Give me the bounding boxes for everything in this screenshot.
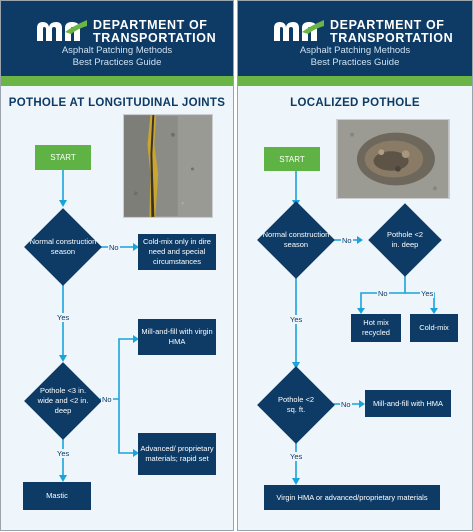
no-label-2: No	[101, 395, 113, 404]
outcome-mastic: Mastic	[23, 482, 91, 510]
decision-pothole-size: Pothole <3 in. wide and <2 in. deep	[23, 361, 103, 441]
outcome-mill-and-fill: Mill-and-fill with virgin HMA	[138, 319, 216, 355]
start-box: START	[35, 145, 91, 170]
subtitle-line-2: Best Practices Guide	[310, 57, 400, 68]
decision-pothole-area: Pothole <2 sq. ft.	[256, 365, 336, 445]
yes-label: Yes	[289, 315, 304, 324]
subtitle-line-1: Asphalt Patching Methods	[61, 45, 173, 56]
decision-pothole-depth: Pothole <2 in. deep	[366, 201, 444, 279]
outcome-hot-mix-recycled: Hot mix recycled	[351, 314, 401, 342]
outcome-mill-and-fill: Mill-and-fill with HMA	[365, 390, 451, 417]
no-label-depth: No	[377, 289, 389, 298]
right-panel: DEPARTMENT OF TRANSPORTATION Asphalt Pat…	[237, 0, 473, 531]
subtitle-line-2: Best Practices Guide	[72, 57, 162, 68]
left-panel: DEPARTMENT OF TRANSPORTATION Asphalt Pat…	[0, 0, 234, 531]
decision-pothole-area-label: Pothole <2 sq. ft.	[277, 395, 315, 414]
yes-label: Yes	[56, 313, 71, 322]
yes-label-depth: Yes	[420, 289, 435, 298]
department-name: DEPARTMENT OF TRANSPORTATION	[93, 19, 216, 45]
outcome-cold-mix: Cold-mix only in dire need and special c…	[138, 234, 216, 270]
panel-title: LOCALIZED POTHOLE	[290, 97, 420, 109]
department-line-2: TRANSPORTATION	[330, 31, 454, 45]
mn-logo-icon	[274, 20, 324, 41]
department-line-1: DEPARTMENT OF	[330, 18, 445, 32]
decision-construction-season: Normal construction season	[256, 200, 336, 280]
panel-title: POTHOLE AT LONGITUDINAL JOINTS	[8, 97, 226, 109]
department-line-1: DEPARTMENT OF	[93, 18, 208, 32]
outcome-advanced-materials: Advanced/ proprietary materials; rapid s…	[138, 433, 216, 475]
start-box: START	[264, 147, 320, 171]
no-label: No	[108, 243, 120, 252]
subtitle-line-1: Asphalt Patching Methods	[299, 45, 411, 56]
accent-bar	[238, 76, 472, 86]
mn-logo-icon	[37, 20, 87, 41]
department-line-2: TRANSPORTATION	[93, 31, 217, 45]
outcome-virgin-hma: Virgin HMA or advanced/proprietary mater…	[264, 485, 440, 510]
decision-pothole-depth-label: Pothole <2 in. deep	[386, 230, 424, 249]
yes-label-2: Yes	[289, 452, 304, 461]
decision-construction-season-label: Normal construction season	[262, 230, 330, 249]
outcome-cold-mix: Cold-mix	[410, 314, 458, 342]
yes-label-2: Yes	[56, 449, 71, 458]
accent-bar	[1, 76, 233, 86]
joint-crack-photo	[123, 114, 213, 218]
decision-pothole-size-label: Pothole <3 in. wide and <2 in. deep	[37, 386, 89, 415]
header-band: DEPARTMENT OF TRANSPORTATION Asphalt Pat…	[1, 1, 233, 76]
department-name: DEPARTMENT OF TRANSPORTATION	[330, 19, 453, 45]
decision-construction-season: Normal construction season	[23, 207, 103, 287]
decision-construction-season-label: Normal construction season	[29, 237, 97, 256]
no-label-2: No	[340, 400, 352, 409]
pothole-photo	[336, 119, 450, 199]
no-label: No	[341, 236, 353, 245]
header-band-right: DEPARTMENT OF TRANSPORTATION Asphalt Pat…	[238, 1, 472, 76]
